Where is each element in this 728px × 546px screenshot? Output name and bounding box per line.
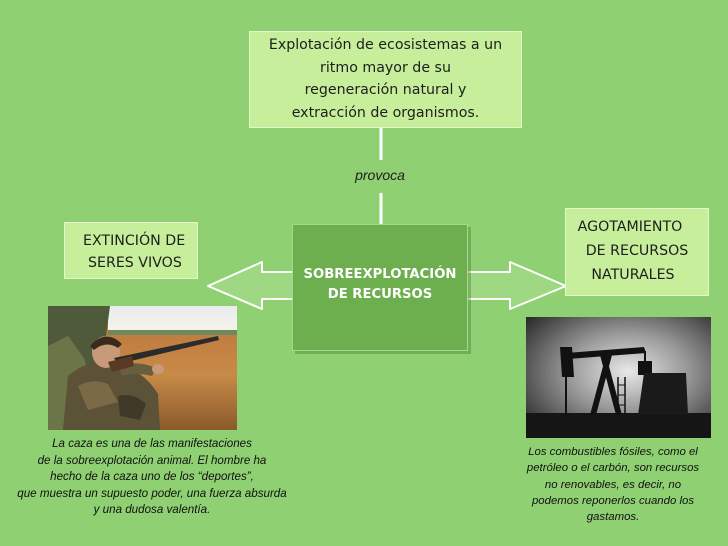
fossil-caption-line-5: gastamos. xyxy=(510,509,716,525)
depletion-line-1: AGOTAMIENTO xyxy=(566,215,708,239)
extinction-line-1: EXTINCIÓN DE xyxy=(83,230,197,252)
hunting-caption-line-4: que muestra un supuesto poder, una fuerz… xyxy=(0,486,304,503)
left-arrow xyxy=(208,262,296,309)
fossil-caption-line-4: podemos reponerlos cuando los xyxy=(510,493,716,509)
definition-line-3: regeneración natural y xyxy=(256,79,515,102)
definition-line-4: extracción de organismos. xyxy=(256,102,515,125)
right-arrow xyxy=(466,262,566,309)
hunting-caption-line-2: de la sobreexplotación animal. El hombre… xyxy=(0,453,304,470)
definition-box: Explotación de ecosistemas a un ritmo ma… xyxy=(249,31,522,128)
definition-line-2: ritmo mayor de su xyxy=(256,57,515,80)
central-concept-box: SOBREEXPLOTACIÓN DE RECURSOS xyxy=(292,224,468,351)
fossil-caption-line-3: no renovables, es decir, no xyxy=(510,477,716,493)
fossil-caption-line-1: Los combustibles fósiles, como el xyxy=(510,444,716,460)
hunting-caption-line-3: hecho de la caza uno de los “deportes”, xyxy=(0,469,304,486)
extinction-line-2: SERES VIVOS xyxy=(83,252,197,274)
central-concept-line-2: DE RECURSOS xyxy=(304,285,457,305)
hunting-caption: La caza es una de las manifestaciones de… xyxy=(0,436,304,519)
connector-label: provoca xyxy=(330,167,430,183)
central-concept-line-1: SOBREEXPLOTACIÓN xyxy=(304,265,457,285)
depletion-line-3: NATURALES xyxy=(566,263,708,287)
hunting-caption-line-5: y una dudosa valentía. xyxy=(0,502,304,519)
definition-line-1: Explotación de ecosistemas a un xyxy=(256,34,515,57)
resource-depletion-box: AGOTAMIENTO DE RECURSOS NATURALES xyxy=(565,208,709,296)
depletion-line-2: DE RECURSOS xyxy=(566,239,708,263)
fossil-fuel-caption: Los combustibles fósiles, como el petról… xyxy=(510,444,716,525)
fossil-caption-line-2: petróleo o el carbón, son recursos xyxy=(510,460,716,476)
hunting-caption-line-1: La caza es una de las manifestaciones xyxy=(0,436,304,453)
hunter-photo xyxy=(48,306,237,430)
oil-pump-photo xyxy=(526,317,711,438)
extinction-box: EXTINCIÓN DE SERES VIVOS xyxy=(64,222,198,279)
